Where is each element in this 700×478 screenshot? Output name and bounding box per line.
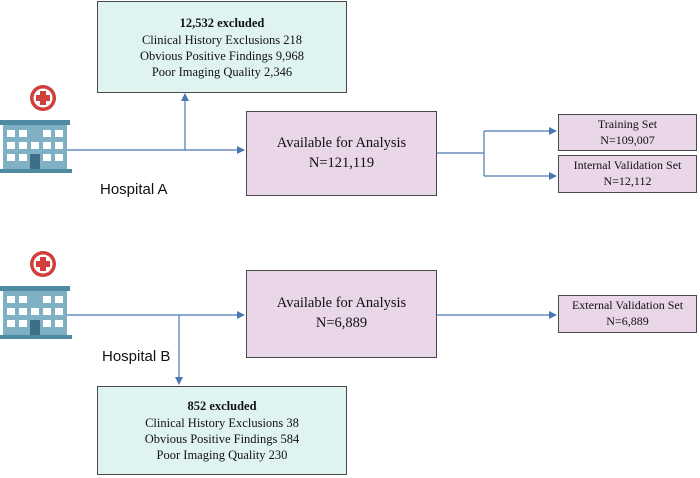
exclusion-heading: 852 excluded — [187, 399, 257, 413]
training-set-title: Training Set — [597, 116, 658, 131]
training-set-box: Training Set N=109,007 — [558, 114, 697, 151]
hospital-building-icon — [0, 85, 72, 173]
hospital-building-icon — [0, 251, 72, 339]
exclusion-line: Obvious Positive Findings 584 — [144, 432, 300, 446]
available-box-b: Available for Analysis N=6,889 — [246, 270, 437, 358]
exclusion-line: Poor Imaging Quality 230 — [156, 448, 288, 462]
external-validation-count: N=6,889 — [606, 314, 649, 328]
internal-validation-box: Internal Validation Set N=12,112 — [558, 155, 697, 193]
exclusion-line: Obvious Positive Findings 9,968 — [140, 48, 304, 63]
internal-validation-count: N=12,112 — [603, 174, 652, 188]
external-validation-box: External Validation Set N=6,889 — [558, 295, 697, 333]
medical-cross-icon — [30, 251, 56, 277]
exclusion-line: Poor Imaging Quality 2,346 — [151, 64, 293, 79]
internal-validation-title: Internal Validation Set — [573, 158, 682, 173]
available-box-a: Available for Analysis N=121,119 — [246, 111, 437, 196]
exclusion-heading: 12,532 excluded — [179, 15, 265, 30]
hospital-a-label: Hospital A — [100, 181, 168, 198]
exclusion-line: Clinical History Exclusions 38 — [145, 416, 299, 430]
exclusion-box-b: 852 excluded Clinical History Exclusions… — [97, 386, 347, 475]
training-set-count: N=109,007 — [600, 132, 655, 147]
exclusion-line: Clinical History Exclusions 218 — [141, 32, 303, 47]
exclusion-box-a: 12,532 excluded Clinical History Exclusi… — [97, 1, 347, 93]
medical-cross-icon — [30, 85, 56, 111]
available-count: N=6,889 — [315, 315, 368, 331]
available-count: N=121,119 — [308, 154, 375, 171]
available-title: Available for Analysis — [276, 134, 407, 151]
hospital-b-label: Hospital B — [102, 348, 171, 365]
available-title: Available for Analysis — [276, 295, 407, 312]
external-validation-title: External Validation Set — [571, 298, 684, 313]
